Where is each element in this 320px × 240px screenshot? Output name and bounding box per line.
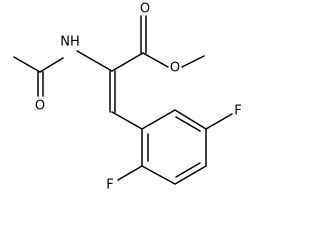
atom-label-f-top: F [234,104,241,119]
bond-o-methyl [181,55,205,68]
atom-label-nh: NH [60,35,80,50]
ring-inner-bond-2 [175,162,201,178]
bond-calpha-ester-carbon [111,52,144,72]
atom-labels: NH O O O F F [35,2,242,193]
bond-ester-carbon-o [142,52,169,68]
atom-label-f-bottom: F [106,178,113,193]
bond-ring-f-bottom [117,165,143,181]
atom-label-o-amide: O [35,99,45,114]
bond-ring-f-top [205,113,233,130]
chemical-structure: NH O O O F F [13,2,242,193]
bond-cbeta-aryl [111,111,143,130]
ring-bond-1 [141,109,176,130]
bond-n-calpha [76,50,113,72]
ring-inner-bond-1 [175,116,201,132]
bonds [13,15,233,185]
bond-carbonyl-n [39,57,64,73]
ring-bond-4 [174,165,207,185]
atom-label-o-ester: O [170,61,180,76]
bond-methyl-carbonyl [13,56,41,73]
atom-label-o-carbonyl: O [140,2,150,17]
ring-bond-2 [174,109,207,130]
ring-bond-5 [141,165,176,185]
